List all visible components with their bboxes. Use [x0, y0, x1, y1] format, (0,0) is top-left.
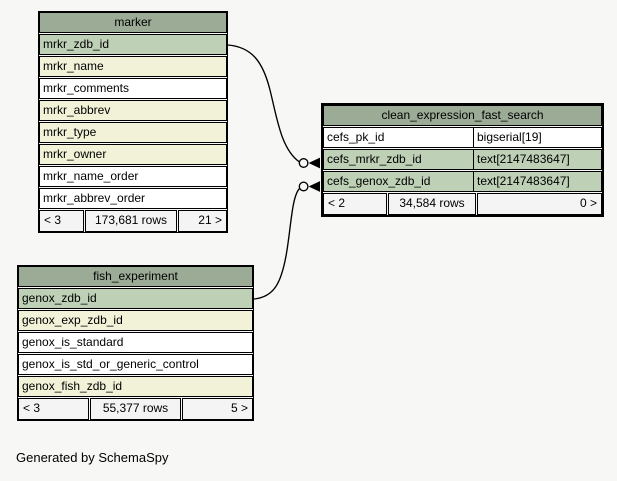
column-name: mrkr_type — [43, 125, 97, 139]
fk-curve-fish-to-cefs — [253, 188, 301, 300]
column-row-mrkr_abbrev: mrkr_abbrev — [39, 100, 227, 121]
cefs-footer-left: < 2 — [323, 193, 387, 215]
table-title-cefs[interactable]: clean_expression_fast_search — [323, 105, 602, 126]
cefs-footer-center: 34,584 rows — [388, 193, 476, 215]
column-row-mrkr_comments: mrkr_comments — [39, 78, 227, 99]
column-row-cefs_genox_zdb_id: cefs_genox_zdb_id text[2147483647] — [323, 171, 602, 192]
zero-cardinality-dot-genox — [298, 181, 309, 192]
column-row-mrkr_name_order: mrkr_name_order — [39, 166, 227, 187]
column-row-genox_fish_zdb_id: genox_fish_zdb_id — [18, 376, 253, 397]
column-type: text[2147483647] — [473, 150, 601, 169]
column-row-genox_zdb_id: genox_zdb_id — [18, 288, 253, 309]
fish-footer-right: 5 > — [182, 398, 253, 420]
column-row-cefs_pk_id: cefs_pk_id bigserial[19] — [323, 127, 602, 148]
column-name: mrkr_comments — [43, 81, 130, 95]
cefs-footer-right: 0 > — [477, 193, 602, 215]
table-clean-expression-fast-search[interactable]: clean_expression_fast_search cefs_pk_id bi… — [321, 103, 604, 217]
column-name: mrkr_abbrev — [43, 103, 111, 117]
table-title-marker[interactable]: marker — [39, 12, 227, 33]
column-name: cefs_pk_id — [327, 130, 385, 144]
column-row-genox_is_std_or_generic_control: genox_is_std_or_generic_control — [18, 354, 253, 375]
column-row-mrkr_name: mrkr_name — [39, 56, 227, 77]
column-row-mrkr_owner: mrkr_owner — [39, 144, 227, 165]
column-name: mrkr_name — [43, 59, 104, 73]
column-row-cefs_mrkr_zdb_id: cefs_mrkr_zdb_id text[2147483647] — [323, 149, 602, 170]
fish-footer-left: < 3 — [18, 398, 89, 420]
column-type: text[2147483647] — [473, 172, 601, 191]
fk-curve-marker-to-cefs — [227, 44, 300, 163]
table-title-fish[interactable]: fish_experiment — [18, 266, 253, 287]
column-row-mrkr_abbrev_order: mrkr_abbrev_order — [39, 188, 227, 209]
fish-footer-center: 55,377 rows — [90, 398, 181, 420]
column-name: mrkr_zdb_id — [43, 37, 110, 51]
column-name: genox_is_standard — [22, 335, 124, 349]
column-name: genox_is_std_or_generic_control — [22, 357, 199, 371]
generated-by-note: Generated by SchemaSpy — [16, 450, 169, 465]
column-name: cefs_genox_zdb_id — [327, 174, 431, 188]
column-row-genox_is_standard: genox_is_standard — [18, 332, 253, 353]
column-row-mrkr_zdb_id: mrkr_zdb_id — [39, 34, 227, 55]
column-name: mrkr_name_order — [43, 169, 139, 183]
column-name: genox_fish_zdb_id — [22, 379, 123, 393]
zero-cardinality-dot-mrkr — [298, 158, 309, 168]
marker-footer-right: 21 > — [178, 210, 227, 232]
crowsfoot-arrow-genox — [308, 181, 320, 192]
column-name: mrkr_owner — [43, 147, 107, 161]
column-name: genox_exp_zdb_id — [22, 313, 123, 327]
column-name: genox_zdb_id — [22, 291, 97, 305]
marker-footer-center: 173,681 rows — [85, 210, 177, 232]
column-row-mrkr_type: mrkr_type — [39, 122, 227, 143]
column-type: bigserial[19] — [473, 128, 601, 147]
column-name: cefs_mrkr_zdb_id — [327, 152, 422, 166]
column-row-genox_exp_zdb_id: genox_exp_zdb_id — [18, 310, 253, 331]
marker-footer-left: < 3 — [39, 210, 84, 232]
crowsfoot-arrow-mrkr — [308, 157, 320, 169]
column-name: mrkr_abbrev_order — [43, 191, 146, 205]
table-fish-experiment[interactable]: fish_experiment genox_zdb_id genox_exp_zdb… — [17, 265, 254, 421]
